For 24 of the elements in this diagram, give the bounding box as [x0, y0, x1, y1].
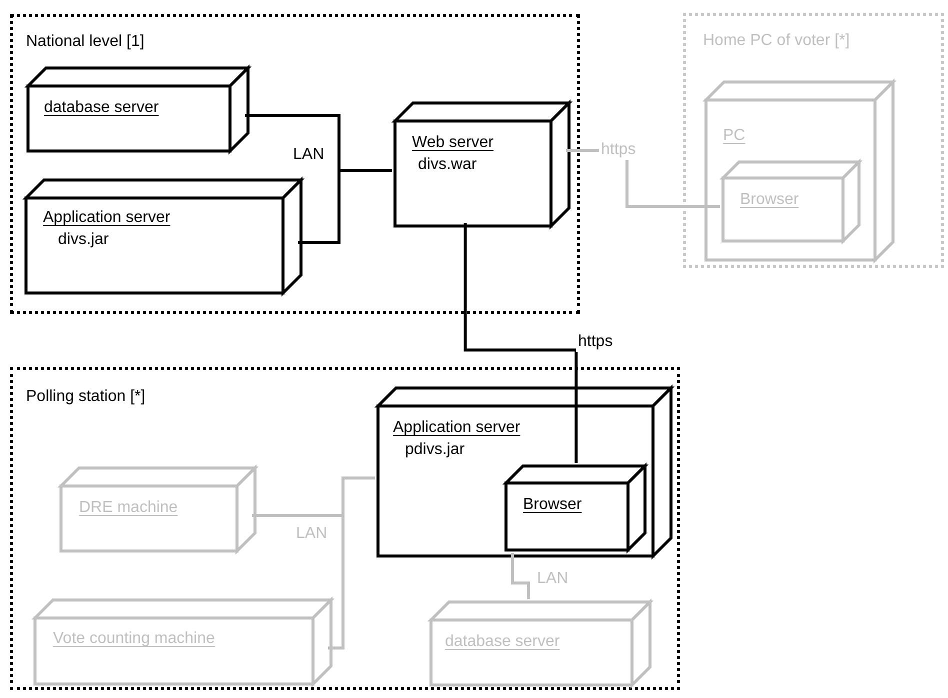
node-name: Browser	[523, 495, 582, 515]
node-name: Browser	[740, 190, 799, 210]
dotted-frame	[10, 367, 680, 690]
edge-label: https	[576, 332, 615, 352]
node-name: database server	[44, 98, 159, 118]
artifact-name: pdivs.jar	[405, 440, 465, 460]
node-name: Application server	[393, 418, 520, 438]
frame-title: Polling station [*]	[26, 388, 146, 405]
dotted-frame	[10, 14, 580, 314]
node-name: database server	[445, 632, 560, 652]
artifact-name: divs.war	[418, 155, 477, 175]
frame-title: National level [1]	[26, 33, 144, 50]
connector-line	[464, 223, 578, 463]
edge-label: https	[599, 140, 638, 160]
artifact-name: divs.jar	[58, 230, 109, 250]
node-name: Web server	[412, 133, 494, 153]
node-name: Application server	[43, 208, 170, 228]
connector-line	[511, 553, 530, 599]
node-name: PC	[723, 126, 746, 146]
dotted-frame	[683, 13, 944, 268]
connector-line	[298, 169, 392, 244]
node-name: Vote counting machine	[53, 629, 215, 649]
frame-title: Home PC of voter [*]	[703, 32, 850, 49]
node-name: DRE machine	[79, 498, 178, 518]
